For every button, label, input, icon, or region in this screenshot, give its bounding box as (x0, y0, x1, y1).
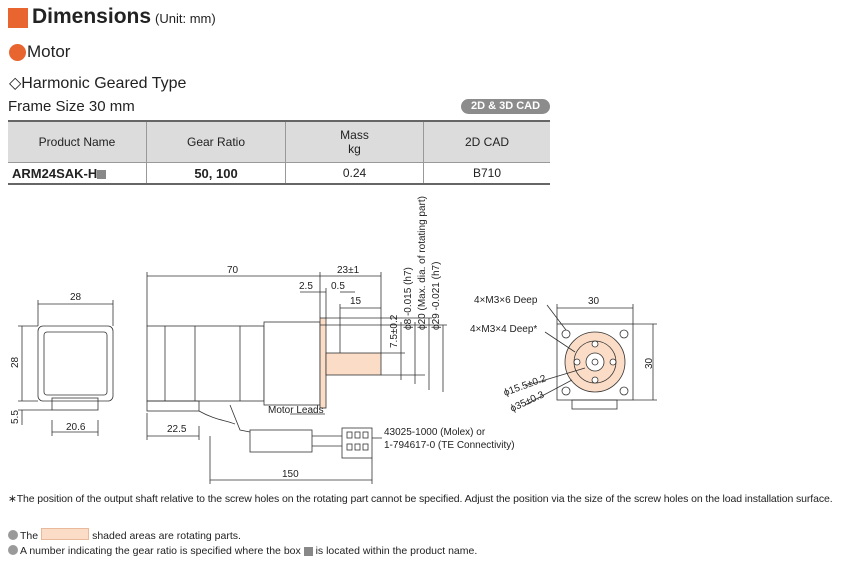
label-holes-6-deep: 4×M3×6 Deep (474, 295, 538, 306)
dim-28-side: 28 (10, 356, 21, 368)
asterisk-note: ∗The position of the output shaft relati… (8, 493, 833, 505)
table-row: ARM24SAK-H 50, 100 0.24 B710 (8, 162, 550, 185)
page-title: Dimensions(Unit: mm) (32, 5, 216, 28)
legend-dot-icon (8, 545, 18, 555)
dim-phi29: ϕ29 -0.021 (h7) (431, 262, 442, 330)
front-view-inner (43, 331, 108, 396)
connector (341, 427, 373, 459)
front-view-base (51, 397, 99, 411)
dim-5-5: 5.5 (10, 410, 21, 424)
label-connector-2: 1-794617-0 (TE Connectivity) (384, 440, 515, 451)
dim-70: 70 (227, 265, 239, 276)
dim-phi8: ϕ8 -0.015 (h7) (403, 267, 414, 330)
dim-23: 23±1 (337, 265, 360, 276)
dim-phi20: ϕ20 (Max. dia. of rotating part) (417, 196, 428, 330)
th-product: Product Name (8, 120, 147, 163)
gear-head (263, 321, 321, 406)
gear-box-icon (97, 169, 107, 179)
legend-gear-ratio: A number indicating the gear ratio is sp… (8, 545, 477, 557)
section-marker (8, 8, 28, 28)
dim-20-6: 20.6 (66, 422, 86, 433)
cell-cad[interactable]: B710 (423, 162, 550, 185)
dim-0-5: 0.5 (331, 281, 345, 292)
lead-sleeve (249, 429, 313, 453)
th-gear: Gear Ratio (146, 120, 286, 163)
rotating-swatch (41, 528, 90, 540)
front-view-body (37, 325, 114, 402)
output-shaft (325, 352, 382, 376)
gear-box-icon (303, 546, 313, 556)
bullet-dot (9, 44, 26, 61)
legend-dot-icon (8, 530, 18, 540)
dim-7-5: 7.5±0.2 (389, 314, 400, 348)
dim-2-5: 2.5 (299, 281, 313, 292)
dim-150: 150 (282, 469, 299, 480)
dim-22-5: 22.5 (167, 424, 187, 435)
cell-gear: 50, 100 (146, 162, 286, 185)
motor-heading: Motor (27, 42, 71, 61)
dim-28-top: 28 (70, 292, 82, 303)
motor-body (146, 325, 265, 402)
cad-badge[interactable]: 2D & 3D CAD (461, 99, 550, 114)
label-holes-4-deep: 4×M3×4 Deep* (470, 324, 537, 335)
frame-heading: Frame Size 30 mm (8, 98, 135, 115)
rotating-flange (319, 317, 327, 409)
dim-30-top: 30 (588, 296, 600, 307)
cell-product: ARM24SAK-H (8, 162, 147, 185)
th-cad: 2D CAD (423, 120, 550, 163)
dim-30-side: 30 (644, 357, 655, 369)
motor-foot (146, 400, 200, 412)
label-connector-1: 43025-1000 (Molex) or (384, 427, 486, 438)
motor-leads-wire (198, 410, 236, 425)
label-motor-leads: Motor Leads (268, 405, 324, 416)
end-view-terminal (571, 399, 618, 410)
cell-mass: 0.24 (285, 162, 424, 185)
type-heading: ◇Harmonic Geared Type (9, 75, 187, 92)
dim-15: 15 (350, 296, 362, 307)
